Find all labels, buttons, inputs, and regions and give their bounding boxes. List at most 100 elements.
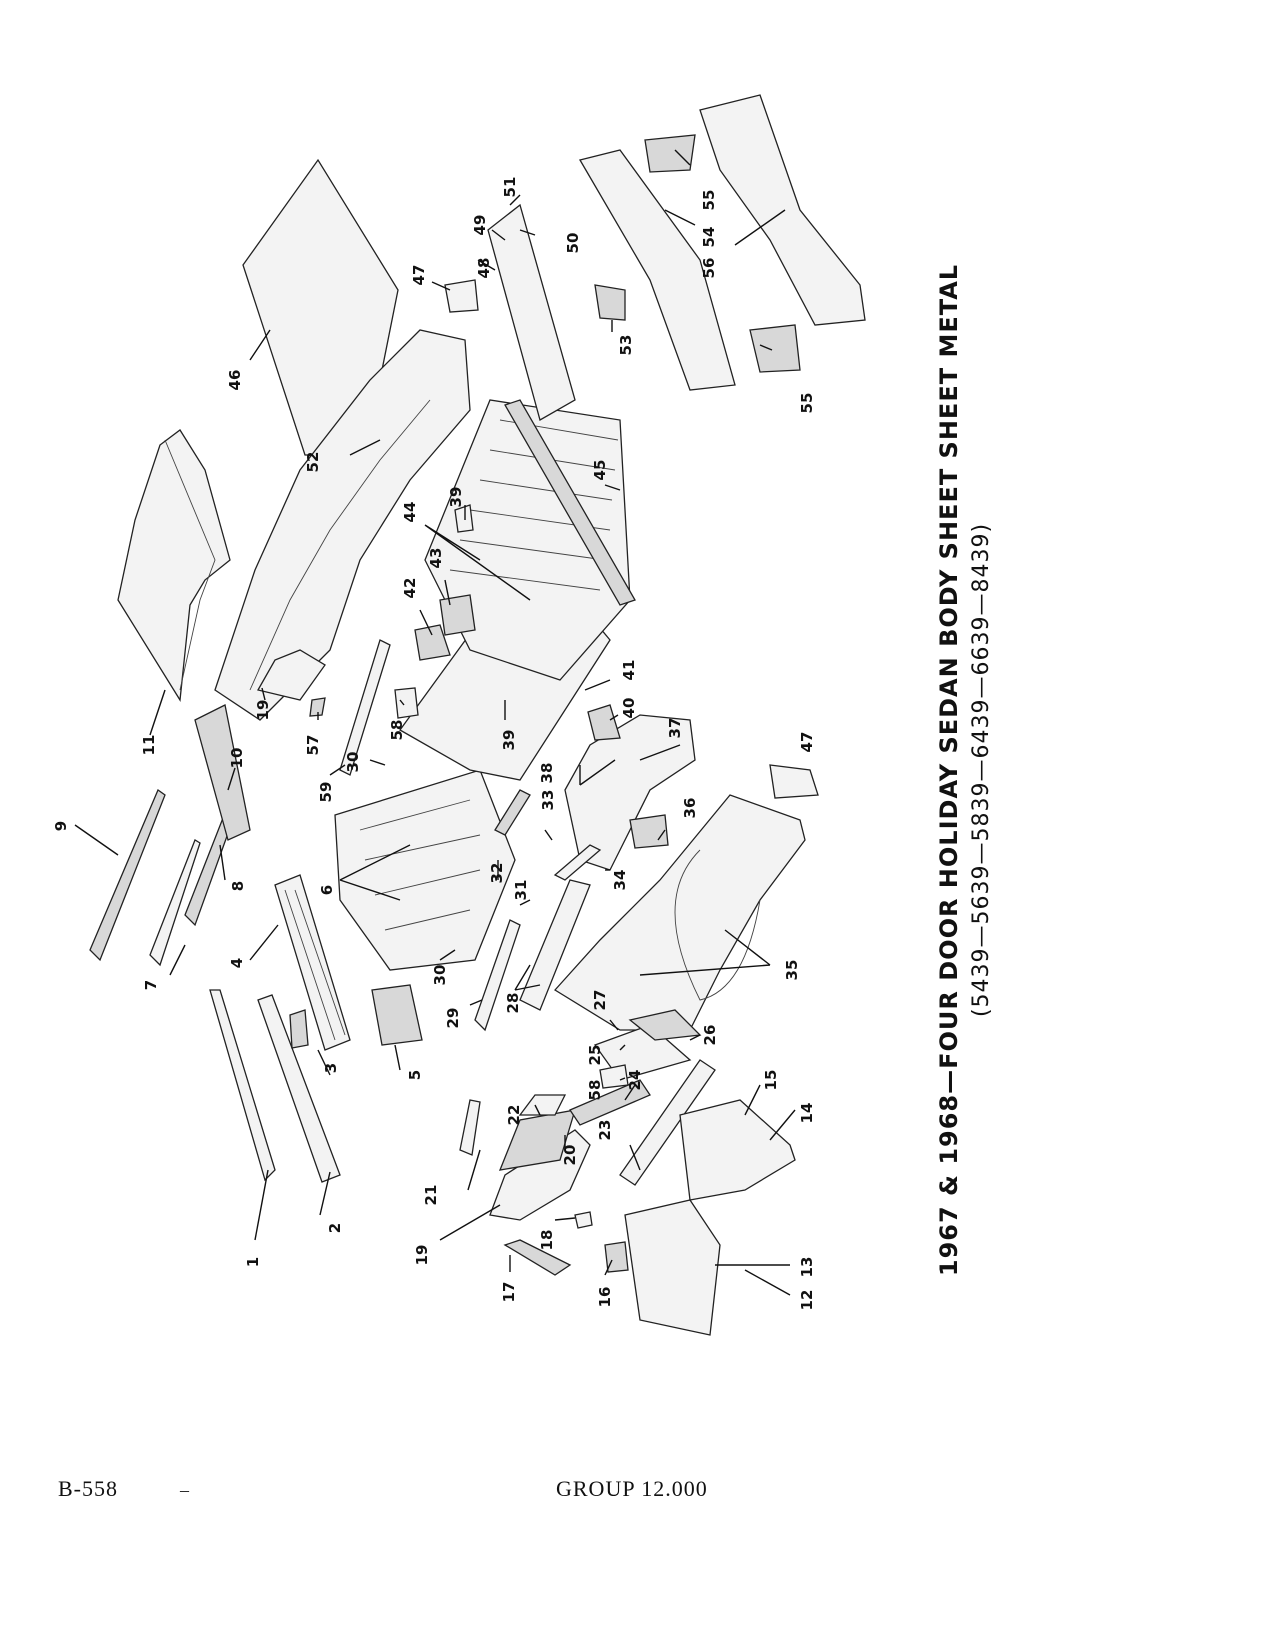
callout-58-upper: 58 xyxy=(388,720,406,741)
callout-55-upper: 55 xyxy=(700,190,718,211)
callout-28: 28 xyxy=(504,993,522,1014)
trim-panel-upper xyxy=(444,279,479,313)
rear-bumper-support-lower xyxy=(749,324,801,373)
callout-43: 43 xyxy=(427,548,445,569)
rear-pillar-inner xyxy=(257,649,326,701)
callout-41: 41 xyxy=(620,660,638,681)
roof-bow-bracket xyxy=(394,687,419,719)
pillar-filler xyxy=(599,1064,629,1089)
dash-lower-panel xyxy=(257,994,341,1183)
rocker-inner xyxy=(519,879,591,1011)
callout-44: 44 xyxy=(401,502,419,523)
seat-riser xyxy=(454,504,474,533)
callout-8: 8 xyxy=(229,881,247,891)
part-shapes xyxy=(89,94,866,1336)
callout-30-upper: 30 xyxy=(344,752,362,773)
callout-19-lower: 19 xyxy=(413,1245,431,1266)
roof-panel xyxy=(117,429,231,702)
callout-46: 46 xyxy=(226,370,244,391)
page-number: B-558 xyxy=(58,1476,118,1501)
rear-quarter-inner-detail xyxy=(249,399,431,691)
callout-56: 56 xyxy=(700,258,718,279)
footer-mark: – xyxy=(180,1480,189,1500)
callout-57: 57 xyxy=(304,735,322,756)
hinge-reinforcement xyxy=(574,1211,593,1229)
callout-12: 12 xyxy=(798,1290,816,1311)
callout-47-upper: 47 xyxy=(410,265,428,286)
callout-50: 50 xyxy=(564,233,582,254)
front-header-panel xyxy=(149,839,201,967)
floor-crossmember xyxy=(439,594,476,636)
roof-side-rail xyxy=(339,639,391,776)
callout-7: 7 xyxy=(142,980,160,990)
callout-36: 36 xyxy=(681,798,699,819)
callout-59: 59 xyxy=(317,782,335,803)
cowl-vent-box xyxy=(371,984,423,1046)
rear-bumper-support-upper xyxy=(644,134,696,173)
front-door-frame xyxy=(489,1129,591,1221)
floor-gusset xyxy=(587,704,621,741)
rear-door-outer xyxy=(679,1099,796,1201)
center-pillar-lower xyxy=(494,789,531,836)
wheel-opening xyxy=(674,849,761,1001)
callout-2: 2 xyxy=(326,1223,344,1233)
cowl-panel-detail xyxy=(284,889,346,1041)
callout-31: 31 xyxy=(512,880,530,901)
callout-25: 25 xyxy=(586,1045,604,1066)
figure-caption: 1967 & 1968—FOUR DOOR HOLIDAY SEDAN BODY… xyxy=(935,264,994,1276)
callout-49: 49 xyxy=(471,215,489,236)
callout-4: 4 xyxy=(228,958,246,968)
cowl-panel xyxy=(274,874,351,1051)
callout-16: 16 xyxy=(596,1287,614,1308)
callout-51: 51 xyxy=(501,177,519,198)
callout-29: 29 xyxy=(444,1008,462,1029)
front-rocker-panel xyxy=(619,1059,716,1186)
callout-34: 34 xyxy=(611,870,629,891)
callout-35: 35 xyxy=(783,960,801,981)
caption-title: 1967 & 1968—FOUR DOOR HOLIDAY SEDAN BODY… xyxy=(935,264,963,1276)
rocker-outer xyxy=(474,919,521,1032)
callout-10: 10 xyxy=(228,748,246,769)
callout-48: 48 xyxy=(475,258,493,279)
dash-upper-panel xyxy=(209,989,276,1182)
callout-55-lower: 55 xyxy=(798,393,816,414)
callout-53: 53 xyxy=(617,335,635,356)
front-floor-ribs xyxy=(359,799,481,931)
deck-opening-lower xyxy=(487,203,576,421)
callout-37: 37 xyxy=(666,718,684,739)
cowl-side-panel xyxy=(503,1239,572,1276)
roof-rail-front xyxy=(194,704,251,841)
callout-11: 11 xyxy=(140,735,158,756)
callout-13: 13 xyxy=(798,1257,816,1278)
windshield-pillar xyxy=(459,1099,481,1156)
rear-frame-rail xyxy=(699,94,866,326)
callout-39-lower: 39 xyxy=(500,730,518,751)
callout-20: 20 xyxy=(561,1145,579,1166)
callout-39-upper: 39 xyxy=(447,487,465,508)
front-door-outer xyxy=(624,1199,721,1336)
dash-bracket xyxy=(289,1009,309,1049)
callout-45: 45 xyxy=(591,460,609,481)
callout-1: 1 xyxy=(244,1257,262,1267)
deck-lid-hinge-box xyxy=(594,284,626,321)
callout-numbers: 1 2 3 4 5 6 7 8 9 10 11 12 13 14 15 16 1… xyxy=(52,177,816,1311)
callout-23: 23 xyxy=(596,1120,614,1141)
trim-panel-lower xyxy=(769,764,819,799)
windshield-header xyxy=(89,789,166,962)
rear-quarter-extension xyxy=(579,149,736,391)
callout-47-lower: 47 xyxy=(798,732,816,753)
callout-18: 18 xyxy=(538,1230,556,1251)
callout-17: 17 xyxy=(500,1282,518,1303)
group-number: GROUP 12.000 xyxy=(556,1476,708,1501)
door-hinge xyxy=(604,1241,629,1273)
caption-models: (5439—5639—5839—6439—6639—8439) xyxy=(969,523,994,1017)
rear-floor-ribs xyxy=(449,419,619,591)
callout-54: 54 xyxy=(700,227,718,248)
hinge-pillar-upper xyxy=(518,1094,567,1116)
callout-52: 52 xyxy=(304,452,322,473)
wheelhouse-extension xyxy=(629,814,669,849)
roof-panel-edge xyxy=(164,439,216,691)
callout-24: 24 xyxy=(626,1070,644,1091)
rear-seat-support xyxy=(414,624,451,661)
